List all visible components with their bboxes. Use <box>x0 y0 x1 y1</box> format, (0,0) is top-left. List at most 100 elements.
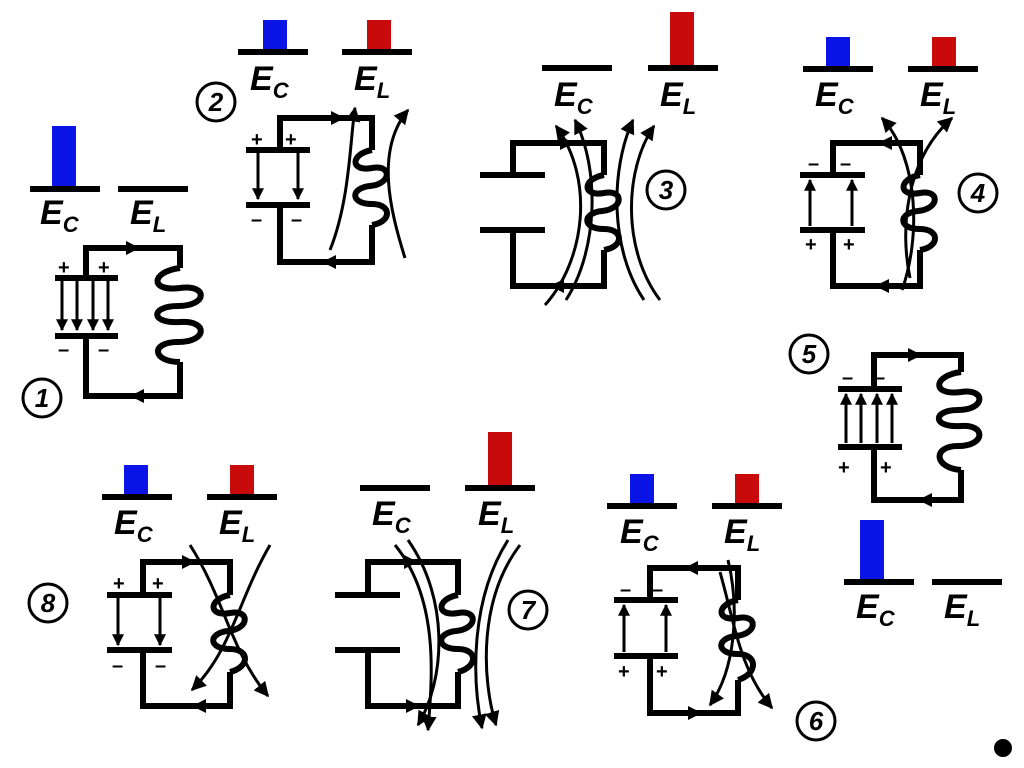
plate-sign: – <box>840 153 851 175</box>
magnetic-field-line <box>718 571 774 710</box>
stage-number: 5 <box>802 339 817 369</box>
plate-sign: – <box>874 367 885 389</box>
el-bar-stage-2 <box>367 20 391 52</box>
magnetic-field-line <box>708 559 736 707</box>
magnetic-field-line <box>543 124 583 306</box>
magnetic-field-line <box>484 544 522 727</box>
magnetic-field-line <box>190 544 272 692</box>
stage-4: EC EL – – + + 4 <box>800 37 999 293</box>
plate-sign: + <box>98 257 110 279</box>
ec-label: EC <box>40 194 80 237</box>
inductor-coil <box>352 147 390 228</box>
plate-sign: + <box>880 457 892 479</box>
magnetic-field-line <box>188 544 270 698</box>
plate-sign: – <box>808 153 819 175</box>
magnetic-field-line <box>406 539 441 727</box>
plate-sign: – <box>291 209 302 231</box>
plate-sign: + <box>656 661 668 683</box>
plate-sign: – <box>155 655 166 677</box>
current-arrow <box>688 706 702 720</box>
stage-number-badge <box>788 333 830 375</box>
current-arrow <box>126 241 140 255</box>
plate-sign: + <box>805 234 817 256</box>
plate-sign: + <box>838 457 850 479</box>
inductor-coil <box>900 172 938 253</box>
ec-bar-stage-4 <box>826 37 850 69</box>
stage-3: EC EL 3 <box>480 12 718 306</box>
current-arrow <box>918 493 932 507</box>
circuit-wire <box>277 115 375 150</box>
inductor-coil <box>936 369 983 473</box>
el-label: EL <box>130 194 166 237</box>
ec-label: EC <box>856 588 896 631</box>
magnetic-field-line <box>328 106 361 251</box>
magnetic-field-line <box>386 108 410 259</box>
plate-sign: – <box>620 579 631 601</box>
stage-number-badge <box>645 169 687 211</box>
current-arrow <box>908 348 922 362</box>
magnetic-field-line <box>615 118 646 301</box>
stage-number: 3 <box>659 175 674 205</box>
magnetic-field-line <box>630 124 662 301</box>
current-arrow <box>875 279 889 293</box>
circuit-wire <box>365 650 461 709</box>
current-arrow <box>684 561 698 575</box>
ec-label: EC <box>554 76 594 119</box>
el-label: EL <box>944 588 980 631</box>
stage-7: EC EL 7 <box>335 432 549 732</box>
stage-number: 2 <box>208 87 224 117</box>
circuit-wire <box>871 352 964 389</box>
current-arrow <box>130 389 144 403</box>
circuit-wire <box>871 447 964 503</box>
el-bar-stage-4 <box>932 37 956 69</box>
current-arrow <box>550 279 564 293</box>
current-arrow <box>560 136 574 150</box>
plate-sign: + <box>843 234 855 256</box>
plate-sign: – <box>98 339 109 361</box>
plate-sign: – <box>251 209 262 231</box>
el-label: EL <box>724 513 760 556</box>
current-arrow <box>331 111 345 125</box>
stage-number: 7 <box>521 595 537 625</box>
current-arrow <box>404 555 418 569</box>
plate-sign: + <box>251 129 263 151</box>
ec-bar-stage-1 <box>52 126 76 188</box>
current-arrow <box>406 699 420 713</box>
inductor-coil <box>438 592 476 675</box>
current-arrow <box>182 555 196 569</box>
ec-label: EC <box>620 513 660 556</box>
ec-label: EC <box>250 60 290 103</box>
el-label: EL <box>219 504 255 547</box>
el-bar-stage-3 <box>670 12 694 68</box>
stage-6: EC EL – – + + 6 <box>607 474 837 742</box>
ec-label: EC <box>815 76 855 119</box>
magnetic-field-line <box>904 116 954 279</box>
stage-1: EC EL + + – – 1 <box>21 126 204 419</box>
stage-number-badge <box>21 377 63 419</box>
plate-sign: + <box>152 573 164 595</box>
plate-sign: – <box>652 579 663 601</box>
plate-sign: + <box>58 257 70 279</box>
plate-sign: + <box>113 573 125 595</box>
current-arrow <box>878 136 892 150</box>
stage-number: 6 <box>809 706 824 736</box>
el-label: EL <box>354 60 390 103</box>
magnetic-field-line <box>564 118 594 301</box>
stage-number-badge <box>795 700 837 742</box>
current-arrow <box>322 255 336 269</box>
plate-sign: + <box>618 661 630 683</box>
circuit-wire <box>365 559 461 595</box>
stage-number-badge <box>27 582 69 624</box>
stage-8: EC EL + + – – 8 <box>27 465 277 713</box>
el-bar-stage-6 <box>735 474 759 506</box>
stage-number-badge <box>195 81 237 123</box>
ec-bar-stage-8 <box>124 465 148 497</box>
el-label: EL <box>660 76 696 119</box>
plate-sign: – <box>842 367 853 389</box>
plate-sign: – <box>58 339 69 361</box>
ec-label: EC <box>114 504 154 547</box>
stage-number-badge <box>957 172 999 214</box>
plate-sign: + <box>285 129 297 151</box>
circuit-wire <box>510 140 607 175</box>
